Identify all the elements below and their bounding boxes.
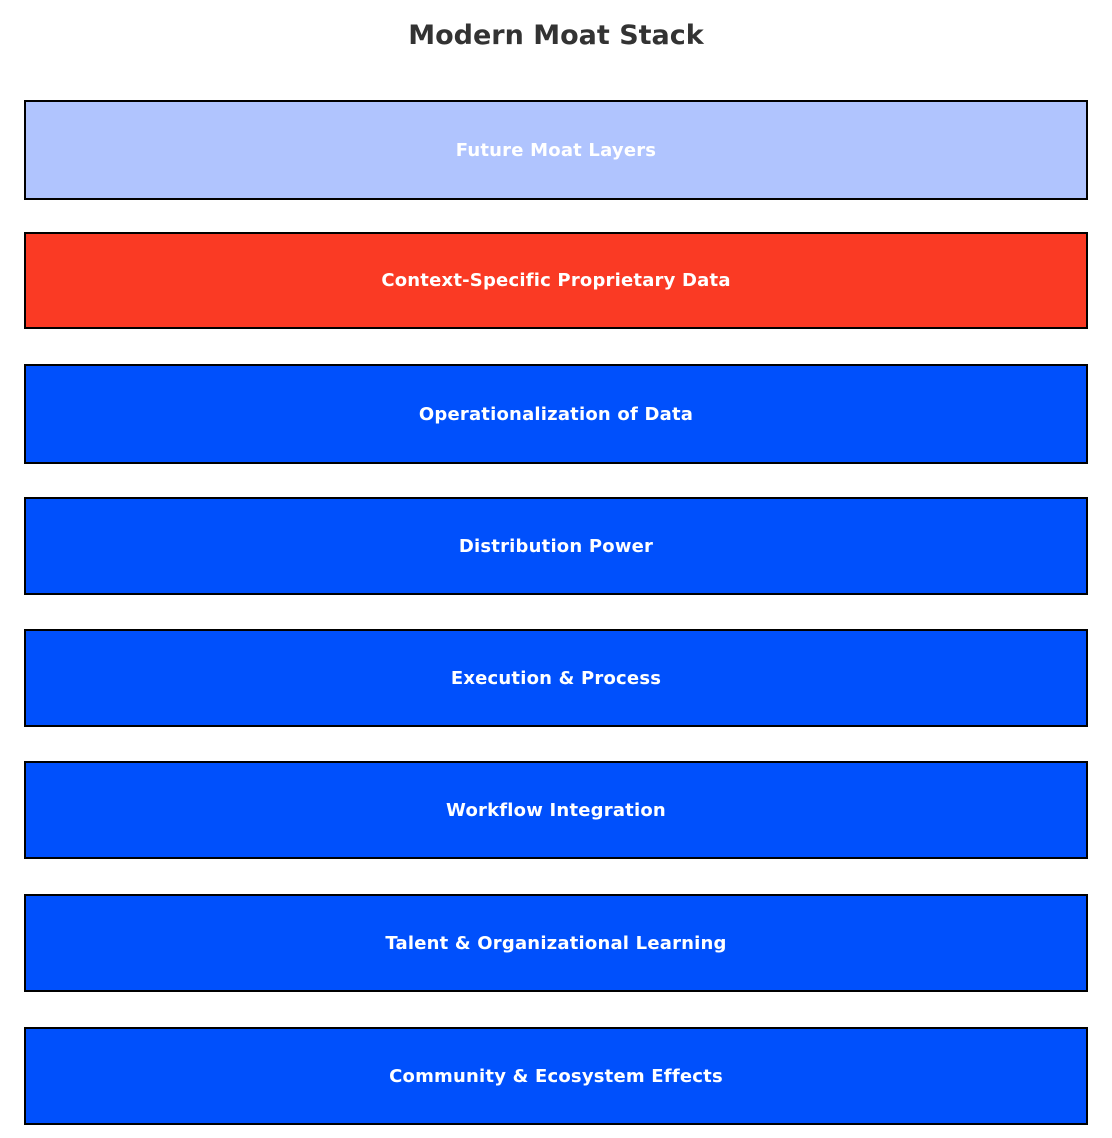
- moat-bar-label: Community & Ecosystem Effects: [389, 1065, 723, 1087]
- moat-bar: Distribution Power: [24, 497, 1088, 595]
- moat-bar-label: Operationalization of Data: [418, 403, 694, 425]
- moat-bar-label: Execution & Process: [450, 667, 662, 689]
- moat-bar: Talent & Organizational Learning: [24, 894, 1088, 992]
- moat-bar: Context-Specific Proprietary Data: [24, 232, 1088, 329]
- moat-bar-label: Distribution Power: [458, 535, 654, 557]
- moat-bar: Operationalization of Data: [24, 364, 1088, 464]
- moat-bar-label: Talent & Organizational Learning: [385, 932, 727, 954]
- moat-bar-label: Workflow Integration: [446, 799, 666, 821]
- page-title: Modern Moat Stack: [408, 20, 704, 51]
- moat-bar: Community & Ecosystem Effects: [24, 1027, 1088, 1125]
- moat-bar: Future Moat Layers: [24, 100, 1088, 200]
- moat-bar: Execution & Process: [24, 629, 1088, 727]
- moat-bar-label: Context-Specific Proprietary Data: [381, 270, 731, 291]
- moat-bar-label: Future Moat Layers: [455, 139, 657, 161]
- moat-bar: Workflow Integration: [24, 761, 1088, 859]
